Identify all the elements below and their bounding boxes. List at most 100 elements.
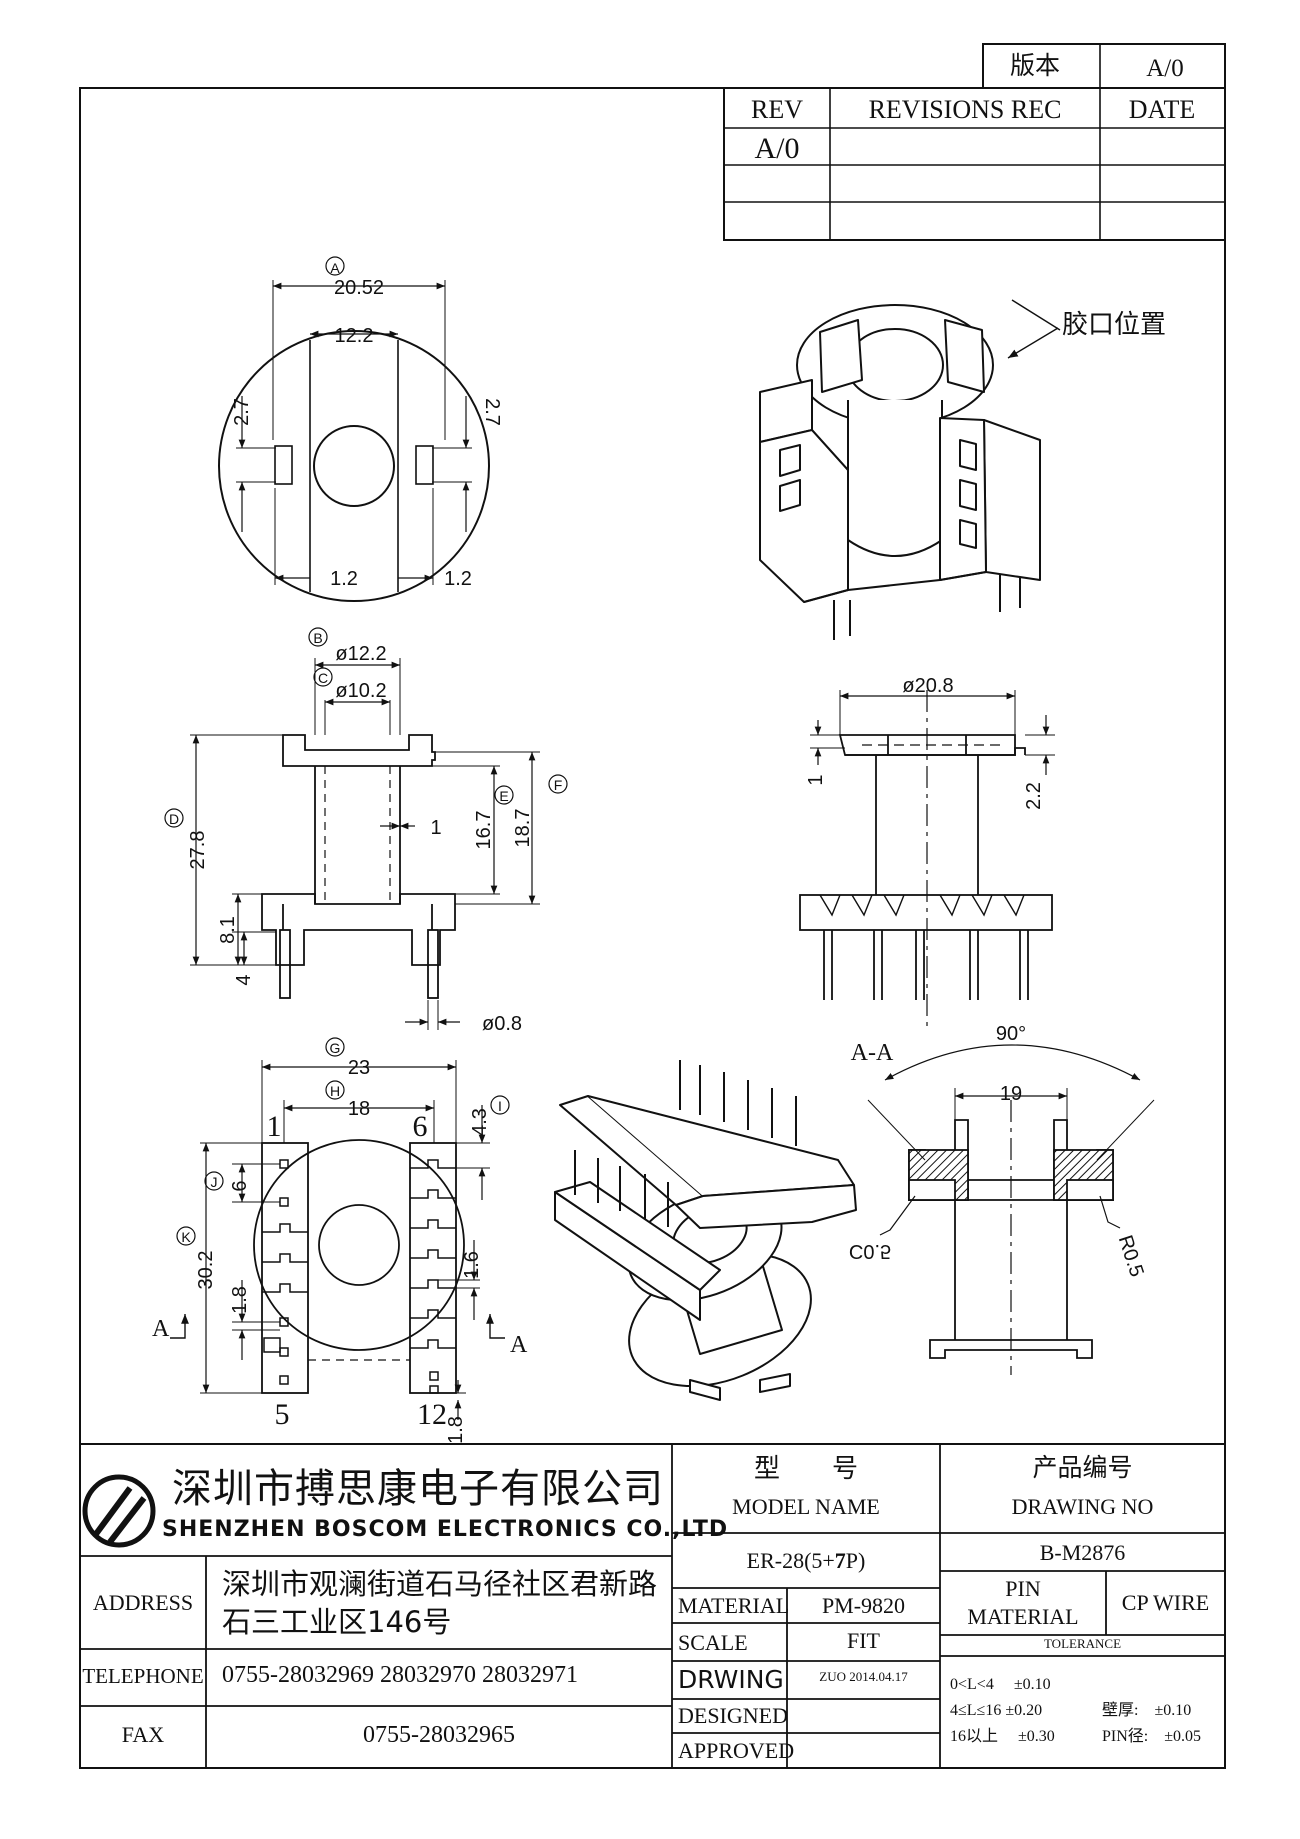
model-name-label-en: MODEL NAME [732,1494,880,1519]
isometric-view-top [759,299,1061,640]
approved-label: APPROVED [678,1738,795,1763]
dim-1-6: 1.6 [461,1251,483,1279]
model-value-prefix: ER-28(5+ [746,1548,835,1573]
dim-27-8: 27.8 [187,831,209,870]
dim-side-1: 1 [805,774,827,785]
bottom-view [170,1037,510,1420]
dim-phi-12-2: ø12.2 [335,643,386,665]
top-view [218,256,490,602]
company-name-cn: 深圳市搏思康电子有限公司 [172,1466,664,1512]
version-value: A/0 [1146,55,1184,82]
tolerance-row-1: 0<L<4 ±0.10 [950,1676,1051,1693]
designed-label: DESIGNED [678,1703,788,1728]
dim-angle-90: 90° [996,1023,1026,1045]
datum-A-label: A [330,260,340,276]
dim-23: 23 [348,1057,370,1079]
dim-c0-5: C0.5 [849,1240,891,1262]
drawing-value: ZUO 2014.04.17 [819,1669,908,1684]
version-label: 版本 [1010,52,1060,80]
dim-16-7: 16.7 [473,811,495,850]
dim-1-2-left: 1.2 [330,568,358,590]
tolerance-title: TOLERANCE [1043,1636,1122,1651]
pin-label-1: 1 [267,1110,282,1143]
dim-pin-phi-0-8: ø0.8 [482,1013,522,1035]
telephone-value: 0755-28032969 28032970 28032971 [222,1662,578,1688]
pin-material-label: MATERIAL [967,1604,1079,1629]
datum-H-label: H [330,1083,340,1099]
material-value: PM-9820 [821,1593,906,1618]
dim-phi-20-8: ø20.8 [902,675,953,697]
datum-E-label: E [499,788,508,804]
dim-2-7-left: 2.7 [231,398,253,426]
rev-header: REV [751,95,803,124]
dim-18-7: 18.7 [512,809,534,848]
revision-text: REV REVISIONS REC DATE A/0 [751,95,1195,165]
dim-20-52: 20.52 [334,277,384,299]
fax-label: FAX [121,1722,165,1747]
glue-position-callout: 胶口位置 [1062,309,1166,339]
section-title: A-A [851,1040,894,1066]
rev-row-value: A/0 [755,132,800,165]
datum-D-label: D [169,811,179,827]
dim-r0-5: R0.5 [1114,1233,1148,1280]
pin-label-5: 5 [275,1398,290,1431]
tolerance-row-2: 4≤L≤16 ±0.20 [950,1702,1043,1719]
dim-19: 19 [1000,1083,1022,1105]
drawing-no-label-en: DRAWING NO [1011,1494,1154,1519]
pin-label-12: 12 [417,1398,447,1431]
datum-C-label: C [318,670,328,686]
dim-12-2: 12.2 [335,325,374,347]
datum-I-label: I [498,1098,502,1114]
model-value-bold: 7 [834,1548,846,1573]
address-line2: 石三工业区146号 [222,1605,452,1639]
isometric-view-bottom [554,1060,857,1401]
scale-label: SCALE [678,1630,748,1655]
title-block [80,1443,1225,1768]
address-line1: 深圳市观澜街道石马径社区君新路 [222,1567,658,1601]
front-view [164,627,568,1030]
dim-phi-10-2: ø10.2 [335,680,386,702]
side-view [799,690,1055,1030]
drawing-label: DRWING [678,1665,784,1694]
dim-4-3: 4.3 [469,1108,491,1136]
date-header: DATE [1129,95,1195,124]
address-label: ADDRESS [92,1590,194,1615]
datum-G-label: G [330,1040,341,1056]
version-text: 版本 A/0 [1010,52,1184,82]
dim-wall-1: 1 [430,817,441,839]
model-name-label-cn: 型 号 [753,1454,858,1483]
scale-value: FIT [847,1628,880,1653]
dim-side-2-2: 2.2 [1023,782,1045,810]
datum-K-label: K [181,1229,191,1245]
dim-1-8: 1.8 [229,1286,251,1314]
dim-4: 4 [233,974,255,985]
tolerance-pin: PIN径: ±0.05 [1102,1728,1202,1745]
pin-material-value: CP WIRE [1121,1590,1210,1615]
dim-8-1: 8.1 [217,916,239,944]
dim-2-7-right: 2.7 [481,398,503,426]
pin-label-6: 6 [413,1110,428,1143]
datum-J-label: J [211,1174,218,1190]
company-logo [82,1474,156,1548]
revisions-rec-header: REVISIONS REC [869,95,1062,124]
datum-B-label: B [313,630,322,646]
dim-1-2-right: 1.2 [444,568,472,590]
sheet-frame [79,87,1226,1769]
drawing-no-value: B-M2876 [1039,1540,1126,1565]
telephone-label: TELEPHONE [82,1664,204,1688]
fax-value: 0755-28032965 [363,1722,515,1748]
datum-F-label: F [554,777,563,793]
tolerance-row-3: 16以上 ±0.30 [950,1728,1055,1745]
dim-30-2: 30.2 [195,1251,217,1290]
tolerance-wall: 壁厚: ±0.10 [1102,1702,1192,1719]
material-label: MATERIAL [678,1593,790,1618]
section-view [867,1044,1155,1375]
model-value-suffix: P) [845,1548,866,1573]
section-mark-left: A [152,1316,170,1342]
section-mark-right: A [510,1332,528,1358]
dim-18: 18 [348,1098,370,1120]
model-name-value: ER-28(5+7P) [672,1548,940,1573]
revision-table [723,87,1226,241]
drawing-no-label-cn: 产品编号 [1032,1453,1133,1482]
